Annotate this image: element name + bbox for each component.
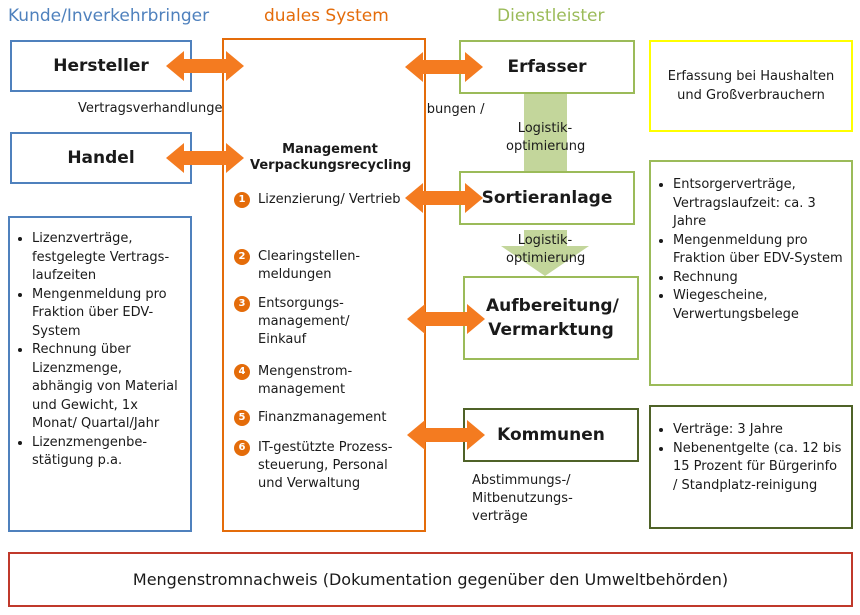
step-number-badge: 6 [234, 440, 250, 456]
handel-label: Handel [67, 148, 135, 168]
double-arrow-aufbereitung [407, 304, 485, 334]
header-kunde: Kunde/Inverkehrbringer [8, 6, 210, 26]
hersteller-label: Hersteller [53, 56, 149, 76]
step-number-badge: 4 [234, 364, 250, 380]
step-number-badge: 5 [234, 410, 250, 426]
logistik-arrow-1 [524, 92, 567, 182]
kommunen-info-box: Verträge: 3 Jahre Nebenentgelte (ca. 12 … [649, 405, 853, 529]
step-label: Lizenzierung/ Vertrieb [258, 192, 401, 207]
step-label: Entsorgungs-management/ Einkauf [258, 296, 350, 347]
step-label: Finanzmanagement [258, 410, 387, 425]
aufbereitung-label: Aufbereitung/ Vermarktung [486, 296, 619, 340]
erfassung-box: Erfassung bei Haushalten und Großverbrau… [649, 40, 853, 132]
step-number-badge: 2 [234, 249, 250, 265]
mengenstromnachweis-label: Mengenstromnachweis (Dokumentation gegen… [132, 570, 729, 589]
lizenz-info-list: Lizenzverträge, festgelegte Vertrags-lau… [10, 230, 184, 471]
step-4: 4 Mengenstrom-management [234, 363, 414, 399]
step-5: 5 Finanzmanagement [234, 409, 414, 427]
logistik-label-2: Logistik-optimierung [506, 233, 586, 266]
step-3: 3 Entsorgungs-management/ Einkauf [234, 295, 414, 349]
sortieranlage-label: Sortieranlage [481, 188, 613, 208]
kommunen-info-list: Verträge: 3 Jahre Nebenentgelte (ca. 12 … [651, 421, 845, 495]
entsorger-info-box: Entsorgerverträge, Vertragslaufzeit: ca.… [649, 160, 853, 386]
sortieranlage-box: Sortieranlage [459, 171, 635, 225]
header-dienstleister: Dienstleister [497, 6, 605, 26]
hersteller-box: Hersteller [10, 40, 192, 92]
list-item: Mengenmeldung pro Fraktion über EDV-Syst… [32, 286, 184, 342]
double-arrow-hersteller [166, 51, 244, 81]
kommunen-label: Kommunen [497, 425, 605, 445]
handel-box: Handel [10, 132, 192, 184]
double-arrow-handel [166, 143, 244, 173]
step-1: 1 Lizenzierung/ Vertrieb [234, 191, 414, 209]
list-item: Rechnung [673, 269, 845, 288]
logistik-arrow-2 [501, 230, 589, 276]
lizenz-info-box: Lizenzverträge, festgelegte Vertrags-lau… [8, 216, 192, 532]
entsorger-info-list: Entsorgerverträge, Vertragslaufzeit: ca.… [651, 176, 845, 324]
list-item: Lizenzverträge, festgelegte Vertrags-lau… [32, 230, 184, 286]
double-arrow-sortieranlage [405, 183, 483, 213]
step-number-badge: 1 [234, 192, 250, 208]
double-arrow-kommunen [407, 420, 485, 450]
list-item: Lizenzmengenbe-stätigung p.a. [32, 434, 184, 471]
step-number-badge: 3 [234, 296, 250, 312]
logistik-label-1: Logistik-optimierung [506, 121, 586, 154]
management-title: Management Verpackungsrecycling [250, 142, 412, 173]
step-label: Mengenstrom-management [258, 364, 353, 397]
mengenstromnachweis-box: Mengenstromnachweis (Dokumentation gegen… [8, 552, 853, 607]
step-label: IT-gestützte Prozess-steuerung, Personal… [258, 440, 393, 491]
list-item: Rechnung über Lizenzmenge, abhängig von … [32, 341, 184, 434]
list-item: Entsorgerverträge, Vertragslaufzeit: ca.… [673, 176, 845, 232]
step-6: 6 IT-gestützte Prozess-steuerung, Person… [234, 439, 414, 493]
double-arrow-erfasser [405, 52, 483, 82]
duales-system-box [222, 38, 426, 532]
list-item: Mengenmeldung pro Fraktion über EDV-Syst… [673, 232, 845, 269]
header-duales-system: duales System [264, 6, 389, 26]
abstimmung-label: Abstimmungs-/ Mitbenutzungs-verträge [472, 473, 573, 524]
erfassung-label: Erfassung bei Haushalten und Großverbrau… [667, 69, 835, 103]
step-label: Clearingstellen-meldungen [258, 249, 361, 282]
aufbereitung-box: Aufbereitung/ Vermarktung [463, 276, 639, 360]
list-item: Wiegescheine, Verwertungsbelege [673, 287, 845, 324]
list-item: Nebenentgelte (ca. 12 bis 15 Prozent für… [673, 440, 845, 496]
list-item: Verträge: 3 Jahre [673, 421, 845, 440]
erfasser-box: Erfasser [459, 40, 635, 94]
erfasser-label: Erfasser [507, 57, 587, 77]
kommunen-box: Kommunen [463, 408, 639, 462]
step-2: 2 Clearingstellen-meldungen [234, 248, 414, 284]
